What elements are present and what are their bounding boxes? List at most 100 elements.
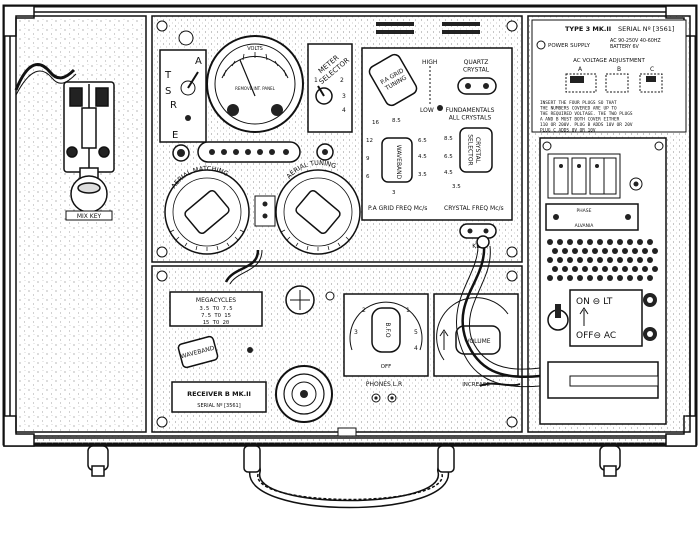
morse-key[interactable] (63, 81, 115, 213)
grid-scale-8-5: 8.5 (392, 118, 401, 124)
waveband-knob[interactable]: WAVEBAND (381, 137, 413, 183)
speaker-hole (632, 266, 638, 272)
receiver-tuning-indicator (285, 285, 315, 315)
phones-sockets[interactable] (371, 393, 397, 403)
ms-num-4: 4 (342, 107, 346, 114)
megacycles-title: MEGACYCLES (196, 297, 236, 304)
terminal-plate (254, 195, 276, 227)
speaker-hole (647, 257, 653, 263)
meter-caption: REMOVE INT. PANEL (235, 86, 275, 91)
aerial-matching-dial[interactable]: AERIAL MATCHING (164, 165, 250, 255)
speaker-hole (652, 248, 658, 254)
vibrator-bottom-label: ALVANIA (575, 223, 595, 229)
cables (224, 235, 541, 388)
pilot-lamps (643, 293, 657, 341)
speaker-hole (577, 257, 583, 263)
meter-selector[interactable]: METERSELECTOR 1 2 3 4 (307, 43, 353, 133)
speaker-hole (612, 248, 618, 254)
speaker-hole (607, 239, 613, 245)
plug-a: A (578, 66, 583, 73)
grid-scale-16: 16 (372, 120, 379, 126)
ms-num-1: 1 (314, 77, 318, 84)
speaker-hole (552, 248, 558, 254)
grid-scale-3: 3 (392, 190, 396, 196)
speaker-hole (612, 266, 618, 272)
speaker-hole (607, 257, 613, 263)
crystal-selector-knob[interactable]: CRYSTALSELECTOR (459, 127, 493, 173)
high-label: HIGH (422, 59, 437, 66)
crystal-freq-label: CRYSTAL FREQ Mc/s (444, 205, 504, 212)
speaker-hole (587, 239, 593, 245)
socket-strip (172, 141, 334, 163)
band-row-2: 7.5 TO 15 (201, 313, 231, 319)
speaker-hole (547, 257, 553, 263)
speaker-hole (647, 275, 653, 281)
speaker-hole (597, 275, 603, 281)
speaker-hole (577, 239, 583, 245)
meter-title: VOLTS (247, 46, 263, 52)
plug-c: C (650, 66, 654, 73)
voltage-plugs[interactable]: A B C (565, 66, 663, 93)
speaker-hole (602, 248, 608, 254)
speaker-hole (652, 266, 658, 272)
speaker-hole (602, 266, 608, 272)
waveband-label: WAVEBAND (395, 145, 402, 180)
speaker-hole (582, 266, 588, 272)
receiver-waveband-knob[interactable]: WAVEBAND (177, 335, 253, 369)
ms-num-3: 3 (342, 93, 346, 100)
megacycles-plate: MEGACYCLES 3.5 TO 7.5 7.5 TO 15 15 TO 20 (169, 291, 263, 327)
speaker-hole (547, 275, 553, 281)
speaker-hole (647, 239, 653, 245)
speaker-hole (622, 266, 628, 272)
speaker-hole (557, 275, 563, 281)
crystal-scale-3-5: 3.5 (452, 184, 461, 190)
bfo-knob[interactable]: B.F.O (371, 307, 401, 353)
speaker-hole (627, 239, 633, 245)
pa-grid-freq-label: P.A GRID FREQ Mc/s (368, 205, 427, 212)
bfo-num-3: 3 (354, 329, 358, 336)
tsr-switch[interactable]: A T S R E (159, 30, 207, 143)
speaker-hole (617, 275, 623, 281)
speaker-hole (572, 266, 578, 272)
bfo-label: B.F.O (384, 322, 391, 337)
power-switch[interactable]: ON ⊖ LT OFF⊖ AC (547, 289, 643, 347)
power-title: TYPE 3 MK.II (565, 25, 611, 33)
speaker-hole (607, 275, 613, 281)
low-label: LOW (420, 107, 434, 114)
off-ac-label: OFF⊖ AC (576, 331, 616, 341)
power-supply-label: POWER SUPPLY (548, 43, 591, 49)
speaker-hole (637, 257, 643, 263)
fuse-block[interactable] (547, 153, 621, 199)
speaker-hole (557, 239, 563, 245)
transmitter-panel: A T S R E VOLTS REMOVE INT. PANEL (151, 15, 523, 263)
grid-scale-6-5: 6.5 (418, 138, 427, 144)
vibrator-top-label: PHASE (577, 208, 592, 214)
grid-tuning-knob[interactable]: P.A GRIDTUNING (367, 52, 418, 107)
voltage-adjustment-label: AC VOLTAGE ADJUSTMENT (573, 58, 645, 64)
receiver-tuning-knob[interactable] (275, 365, 333, 423)
grid-scale-12: 12 (366, 138, 373, 144)
ms-num-2: 2 (340, 77, 344, 84)
grid-scale-6: 6 (366, 174, 370, 180)
speaker-hole (547, 239, 553, 245)
bfo-num-4: 4 (414, 345, 418, 352)
carry-handle[interactable] (243, 445, 455, 509)
crystal-scale-8-5: 8.5 (444, 136, 453, 142)
speaker-hole (627, 275, 633, 281)
plug-b: B (617, 66, 621, 73)
speaker-hole (562, 248, 568, 254)
switch-s: S (165, 86, 171, 97)
phones-label: PHONES L.R (366, 381, 402, 388)
volume-knob[interactable]: VOLUME (455, 325, 501, 355)
speaker-hole (637, 275, 643, 281)
speaker-hole (592, 266, 598, 272)
increase-label: INCREASE (462, 382, 490, 388)
speaker-hole (632, 248, 638, 254)
speaker-hole (572, 248, 578, 254)
speaker-hole (567, 275, 573, 281)
switch-e: E (172, 130, 178, 141)
